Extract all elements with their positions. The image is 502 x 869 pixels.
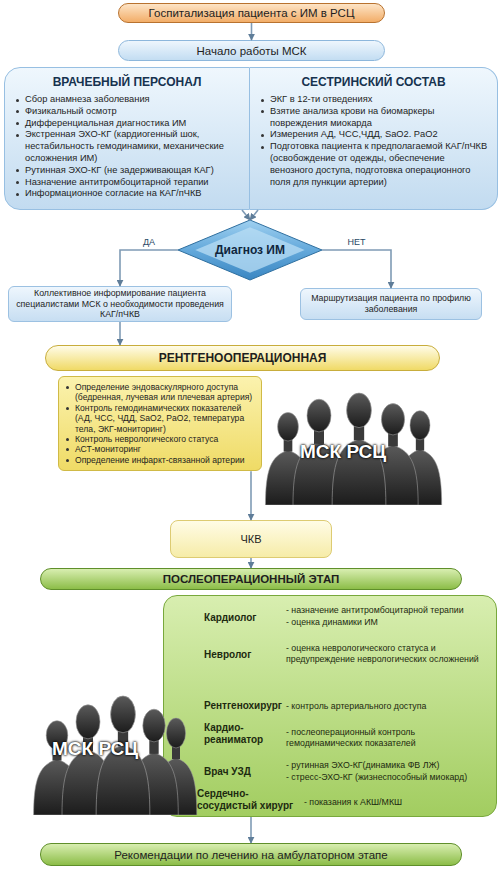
bullet-item: Дифференциальная диагностика ИМ	[25, 118, 241, 130]
bullet-item: Экстренная ЭХО-КГ (кардиогенный шок, нес…	[25, 129, 241, 164]
role-task: - рутинная ЭХО-КГ(динамика ФВ ЛЖ)	[286, 760, 491, 771]
bullet-item: Взятие анализа крови на биомаркеры повре…	[270, 106, 489, 130]
bullet-item: Рутинная ЭХО-КГ (не задерживающая КАГ)	[25, 165, 241, 177]
role-task: - послеоперационный контроль гемодинамич…	[286, 727, 486, 748]
bullet-item: ЭКГ в 12-ти отведениях	[270, 94, 489, 106]
group-label: МСК РСЦ	[52, 738, 138, 760]
flow-arrow	[322, 250, 391, 288]
bullet-item: Информационное согласие на КАГ/пЧКВ	[25, 188, 241, 200]
process-box: Коллективное информирование пациента спе…	[8, 286, 232, 322]
bullet-item: Физикальный осмотр	[25, 106, 241, 118]
box-text: Начало работы МСК	[196, 45, 306, 57]
role-task: - стресс-ЭХО-КГ (жизнеспособный миокард)	[286, 772, 491, 783]
box-text: ПОСЛЕОПЕРАЦИОННЫЙ ЭТАП	[163, 573, 340, 585]
role-name: Врач УЗД	[204, 766, 286, 778]
flow-arrow	[250, 210, 258, 220]
bullet-item: Определение эндоваскулярного доступа (бе…	[75, 382, 255, 403]
edge-label: ДА	[143, 237, 155, 247]
bullet-item: Контроль неврологического статуса	[75, 434, 255, 444]
bullet-item: Измерения АД, ЧСС,ЧДД, SaO2. PaO2	[270, 129, 489, 141]
stage-band: РЕНТГЕНООПЕРАЦИОННАЯ	[45, 345, 440, 371]
flow-arrow	[119, 322, 121, 345]
role-task: - показания к АКШ/МКШ	[304, 797, 489, 808]
decision-text: Диагноз ИМ	[215, 243, 285, 257]
box-heading: ВРАЧЕБНЫЙ ПЕРСОНАЛ	[13, 75, 241, 89]
stage-band: Рекомендации по лечению на амбулаторном …	[40, 843, 462, 866]
role-task: - назначение антитромбоцитарной терапии	[286, 605, 491, 616]
flow-arrow	[250, 558, 252, 568]
process-pill: Начало работы МСК	[118, 40, 385, 61]
role-task: - контроль артериального доступа	[286, 701, 491, 712]
box-text: Маршрутизация пациента по профилю заболе…	[307, 293, 475, 314]
diamond-outline	[178, 220, 322, 280]
process-box: Маршрутизация пациента по профилю заболе…	[300, 288, 482, 320]
diamond-face	[195, 227, 304, 273]
bullet-item: Назначение антитромбоцитарной терапии	[25, 177, 241, 189]
role-name: Кардиолог	[204, 612, 286, 624]
task-list-box: Определение эндоваскулярного доступа (бе…	[58, 376, 262, 471]
bullet-item: Определение инфаркт-связанной артерии	[75, 455, 255, 465]
group-label: МСК РСЦ	[300, 441, 386, 463]
box-text: ЧКВ	[240, 533, 261, 545]
start-pill: Госпитализация пациента с ИМ в РСЦ	[118, 3, 385, 23]
role-name: Кардио- реаниматор	[204, 722, 276, 745]
staff-box: СЕСТРИНСКИЙ СОСТАВ ЭКГ в 12-ти отведениях…	[250, 67, 498, 210]
edge-label: НЕТ	[348, 237, 366, 247]
bullet-item: АСТ-мониторинг	[75, 444, 255, 454]
bullet-item: Контроль гемодинамических показателей (А…	[75, 403, 255, 434]
box-text: Госпитализация пациента с ИМ в РСЦ	[149, 7, 355, 19]
flow-arrow	[242, 210, 250, 220]
flow-arrow	[250, 817, 252, 843]
role-name: Сердечно- сосудистый хирург	[197, 788, 299, 811]
silhouette-group	[265, 393, 441, 505]
specialist-box: Кардиолог- назначение антитромбоцитарной…	[163, 595, 497, 817]
role-task: - оценка неврологического статуса и пред…	[286, 643, 486, 664]
box-text: Рекомендации по лечению на амбулаторном …	[114, 849, 387, 861]
flow-arrow	[251, 23, 253, 40]
role-name: Невролог	[204, 649, 286, 661]
box-text: Коллективное информирование пациента спе…	[15, 288, 225, 320]
role-task: - оценка динамики ИМ	[286, 617, 491, 628]
staff-box: ВРАЧЕБНЫЙ ПЕРСОНАЛ Сбор анамнеза заболева…	[4, 67, 250, 210]
bullet-item: Подготовка пациента к предполагаемой КАГ…	[270, 141, 489, 188]
decision-diamond: Диагноз ИМ	[178, 220, 322, 280]
stage-band: ПОСЛЕОПЕРАЦИОННЫЙ ЭТАП	[40, 568, 462, 590]
box-heading: СЕСТРИНСКИЙ СОСТАВ	[258, 75, 489, 89]
flow-arrow	[250, 471, 252, 520]
flow-arrow	[120, 250, 178, 286]
role-name: Рентгенохирург	[204, 700, 286, 712]
box-text: РЕНТГЕНООПЕРАЦИОННАЯ	[159, 351, 327, 365]
bullet-item: Сбор анамнеза заболевания	[25, 94, 241, 106]
process-box: ЧКВ	[170, 520, 332, 558]
